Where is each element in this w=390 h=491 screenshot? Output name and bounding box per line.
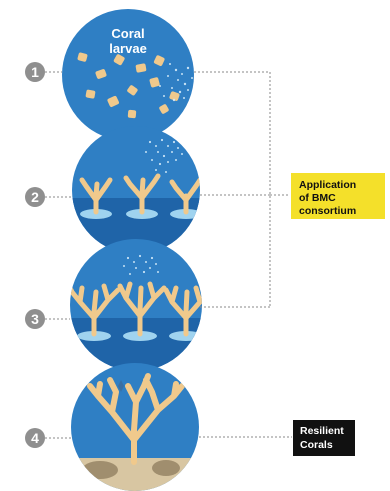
larva: [128, 110, 137, 119]
bmc-callout-line-3: consortium: [299, 205, 356, 217]
stage-1-label-line-2: larvae: [109, 41, 147, 56]
rock: [152, 460, 180, 476]
larva: [85, 89, 95, 98]
bmc-application-callout: Application of BMC consortium: [291, 173, 385, 219]
bmc-callout-line-1: Application: [299, 179, 356, 191]
stage-1-label-line-1: Coral: [111, 26, 144, 41]
resilient-corals-callout: Resilient Corals: [293, 420, 355, 456]
rock: [82, 461, 118, 479]
bmc-callout-line-2: of BMC: [299, 192, 336, 204]
bmc-bracket: [194, 72, 290, 307]
number-badge-1: 1: [25, 62, 45, 82]
resilient-callout-line-2: Corals: [300, 439, 333, 451]
svg-text:2: 2: [31, 189, 39, 205]
number-badge-4: 4: [25, 428, 45, 448]
stage-1-group: Coral larvae: [62, 9, 197, 141]
svg-text:4: 4: [31, 430, 39, 446]
number-badge-3: 3: [25, 309, 45, 329]
number-badge-2: 2: [25, 187, 45, 207]
svg-text:1: 1: [31, 64, 39, 80]
svg-text:3: 3: [31, 311, 39, 327]
resilient-callout-line-1: Resilient: [300, 425, 344, 437]
sand-floor: [60, 458, 220, 491]
stage-3-group: [60, 239, 220, 378]
stage-4-group: [60, 363, 220, 491]
